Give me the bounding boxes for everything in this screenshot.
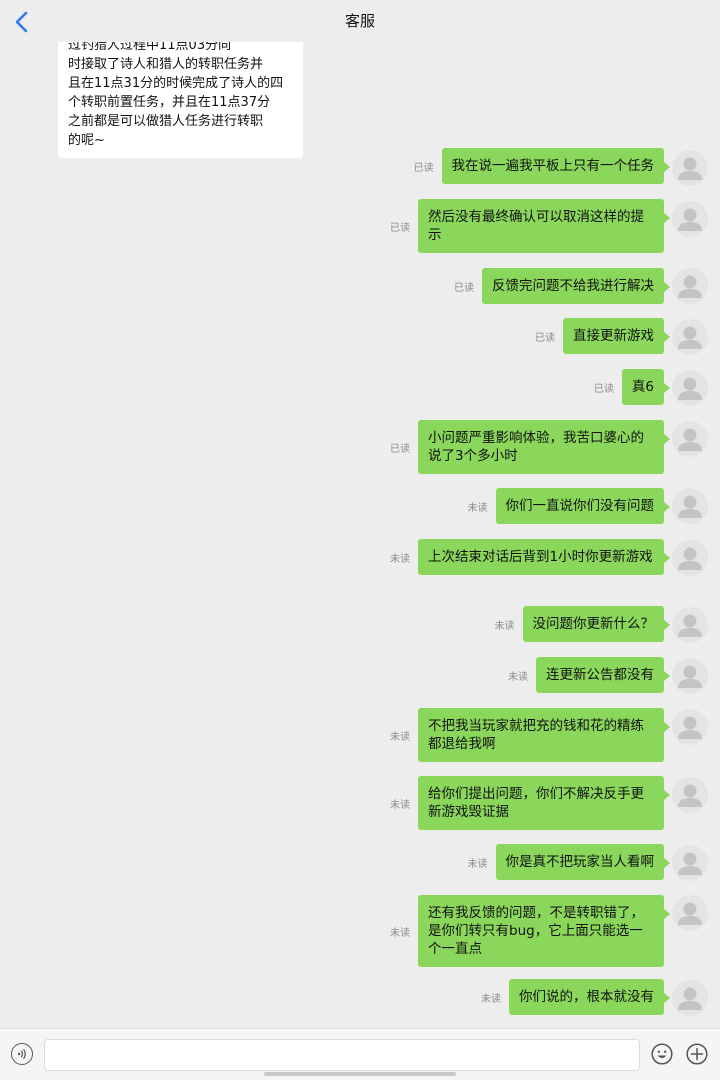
user-avatar-icon: [678, 157, 702, 180]
outgoing-message: 未读 连更新公告都没有: [508, 657, 670, 693]
user-avatar-icon: [678, 326, 702, 349]
voice-button[interactable]: [11, 1043, 33, 1065]
message-bubble[interactable]: 给你们提出问题，你们不解决反手更新游戏毁证据: [418, 776, 670, 830]
outgoing-message: 未读 你是真不把玩家当人看啊: [467, 844, 670, 880]
avatar[interactable]: [672, 709, 708, 745]
avatar[interactable]: [672, 777, 708, 813]
page-title: 客服: [344, 12, 375, 30]
plus-icon: [686, 1043, 708, 1065]
incoming-line: 且在11点31分的时候完成了诗人的四: [68, 76, 284, 91]
user-avatar-icon: [678, 495, 702, 518]
outgoing-message: 未读 没问题你更新什么？: [494, 606, 670, 642]
input-bar: [0, 1028, 720, 1080]
message-bubble[interactable]: 真6: [621, 369, 671, 405]
message-bubble[interactable]: 上次结束对话后背到1小时你更新游戏: [418, 539, 670, 575]
chevron-left-icon: [15, 11, 28, 33]
outgoing-message: 已读 真6: [593, 369, 671, 405]
user-avatar-icon: [678, 547, 702, 570]
avatar[interactable]: [672, 658, 708, 694]
voice-icon: [17, 1049, 26, 1059]
message-bubble[interactable]: 还有我反馈的问题，不是转职错了，是你们转只有bug，它上面只能选一个一直点: [418, 895, 670, 967]
outgoing-message: 未读 上次结束对话后背到1小时你更新游戏: [390, 539, 670, 575]
user-avatar-icon: [678, 784, 702, 807]
read-status: 未读: [390, 731, 410, 743]
avatar[interactable]: [672, 540, 708, 576]
user-avatar-icon: [678, 275, 702, 298]
message-bubble[interactable]: 直接更新游戏: [563, 318, 670, 354]
outgoing-message: 已读 然后没有最终确认可以取消这样的提示: [390, 199, 670, 253]
user-avatar-icon: [678, 665, 702, 688]
incoming-line: 个转职前置任务，并且在11点37分: [68, 95, 271, 110]
message-bubble[interactable]: 你是真不把玩家当人看啊: [495, 844, 670, 880]
user-avatar-icon: [678, 987, 702, 1010]
user-avatar-icon: [678, 377, 702, 400]
read-status: 未读: [390, 799, 410, 811]
outgoing-message: 未读 给你们提出问题，你们不解决反手更新游戏毁证据: [390, 776, 670, 830]
outgoing-message: 已读 我在说一遍我平板上只有一个任务: [413, 148, 670, 184]
outgoing-message: 未读 你们一直说你们没有问题: [467, 488, 670, 524]
read-status: 未读: [508, 671, 528, 683]
read-status: 已读: [593, 383, 614, 395]
more-button[interactable]: [686, 1043, 708, 1065]
message-bubble[interactable]: 小问题严重影响体验，我苦口婆心的说了3个多小时: [418, 420, 670, 474]
back-button[interactable]: [8, 8, 36, 36]
read-status: 未读: [467, 502, 488, 514]
message-input[interactable]: [44, 1039, 640, 1071]
message-bubble[interactable]: 连更新公告都没有: [536, 657, 670, 693]
avatar[interactable]: [672, 319, 708, 355]
message-list[interactable]: 过钓猎人过程中11点03分同 时接取了诗人和猎人的转职任务并 且在11点31分的…: [0, 42, 720, 1028]
read-status: 未读: [494, 620, 515, 632]
read-status: 已读: [390, 443, 410, 455]
avatar[interactable]: [672, 201, 708, 237]
user-avatar-icon: [678, 614, 702, 637]
read-status: 未读: [467, 858, 488, 870]
message-bubble[interactable]: 没问题你更新什么？: [522, 606, 670, 642]
avatar[interactable]: [672, 150, 708, 186]
avatar[interactable]: [672, 421, 708, 457]
outgoing-message: 已读 小问题严重影响体验，我苦口婆心的说了3个多小时: [390, 420, 670, 474]
avatar[interactable]: [672, 895, 708, 931]
avatar[interactable]: [672, 845, 708, 881]
incoming-line: 之前都是可以做猎人任务进行转职: [68, 114, 264, 129]
message-bubble[interactable]: 反馈完问题不给我进行解决: [482, 268, 670, 304]
incoming-line: 时接取了诗人和猎人的转职任务并: [68, 57, 264, 72]
message-bubble[interactable]: 你们说的，根本就没有: [509, 979, 670, 1015]
incoming-line: 过钓猎人过程中11点03分同: [68, 42, 232, 53]
read-status: 已读: [413, 162, 434, 174]
user-avatar-icon: [678, 852, 702, 875]
user-avatar-icon: [678, 428, 702, 451]
read-status: 未读: [390, 927, 410, 939]
smiley-icon: [651, 1043, 673, 1065]
incoming-message-bubble: 过钓猎人过程中11点03分同 时接取了诗人和猎人的转职任务并 且在11点31分的…: [58, 42, 303, 158]
read-status: 未读: [390, 553, 410, 565]
outgoing-message: 未读 还有我反馈的问题，不是转职错了，是你们转只有bug，它上面只能选一个一直点: [390, 895, 670, 967]
message-bubble[interactable]: 不把我当玩家就把充的钱和花的精练都退给我啊: [418, 708, 670, 762]
read-status: 已读: [535, 332, 555, 344]
avatar[interactable]: [672, 488, 708, 524]
message-bubble[interactable]: 然后没有最终确认可以取消这样的提示: [418, 199, 670, 253]
user-avatar-icon: [678, 208, 702, 231]
header: 客服: [0, 0, 720, 42]
outgoing-message: 未读 你们说的，根本就没有: [481, 979, 670, 1015]
user-avatar-icon: [678, 716, 702, 739]
message-bubble[interactable]: 你们一直说你们没有问题: [495, 488, 670, 524]
outgoing-message: 已读 直接更新游戏: [535, 318, 670, 354]
read-status: 未读: [481, 993, 501, 1005]
message-bubble[interactable]: 我在说一遍我平板上只有一个任务: [441, 148, 670, 184]
read-status: 已读: [454, 282, 474, 294]
avatar[interactable]: [672, 268, 708, 304]
home-indicator: [264, 1072, 456, 1076]
incoming-line: 的呢~: [68, 133, 105, 148]
emoji-button[interactable]: [651, 1043, 673, 1065]
read-status: 已读: [390, 222, 410, 234]
avatar[interactable]: [672, 607, 708, 643]
avatar[interactable]: [672, 980, 708, 1016]
outgoing-message: 未读 不把我当玩家就把充的钱和花的精练都退给我啊: [390, 708, 670, 762]
avatar[interactable]: [672, 370, 708, 406]
outgoing-message: 已读 反馈完问题不给我进行解决: [454, 268, 670, 304]
user-avatar-icon: [678, 902, 702, 925]
